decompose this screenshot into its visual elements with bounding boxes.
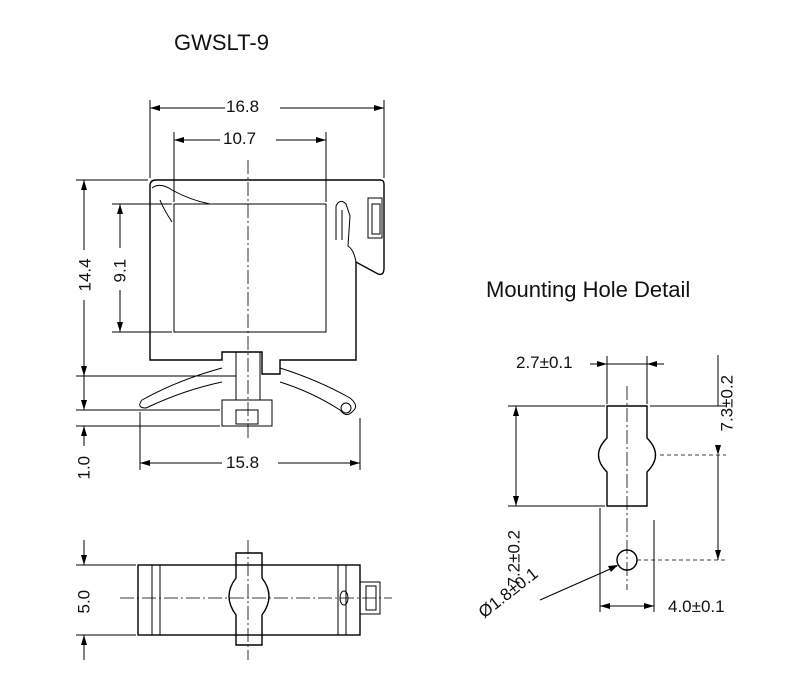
dim-inner-height: 9.1 [110,258,130,283]
hole-slot [597,405,657,507]
front-view-clip [335,200,357,263]
side-view [76,540,392,660]
front-view-cavity [173,203,327,333]
dim-side-depth: 5.0 [74,589,94,614]
front-view-wings [139,367,223,409]
dim-hole-offset: 4.0±0.1 [668,597,725,616]
front-view-outline [149,179,385,375]
dim-overall-width: 16.8 [226,97,260,116]
front-view [76,100,385,470]
detail-title: Mounting Hole Detail [486,277,691,302]
part-title: GWSLT-9 [174,30,269,55]
front-view-lip [151,184,326,205]
dim-inner-width: 10.7 [223,129,257,148]
hole-detail [508,355,726,612]
dim-overall-height: 14.4 [75,258,95,292]
dim-base-thickness: 1.0 [74,455,94,480]
dim-hole-width: 2.7±0.1 [516,353,573,372]
dim-base-width: 15.8 [226,453,260,472]
side-view-body [137,564,361,636]
dim-hole-length: 7.3±0.2 [717,374,737,432]
